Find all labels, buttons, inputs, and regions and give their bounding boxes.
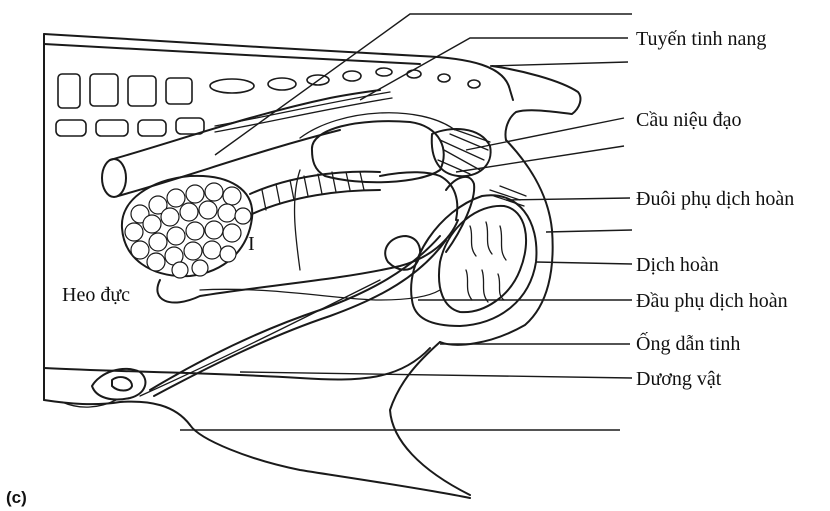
label-testis: Dịch hoàn	[636, 254, 719, 276]
label-seminal-vesicle: Tuyến tinh nang	[636, 28, 766, 50]
urethral-bulb-gland	[432, 129, 491, 176]
label-penis: Dương vật	[636, 368, 722, 390]
testis-group	[411, 186, 536, 326]
label-epididymis-head: Đầu phụ dịch hoàn	[636, 290, 788, 312]
roman-numeral: I	[248, 233, 255, 255]
body-outline	[44, 34, 580, 498]
panel-label: (c)	[6, 488, 27, 507]
animal-label: Heo đực	[62, 284, 130, 306]
vertebrae-row	[56, 68, 480, 136]
label-vas-deferens: Ống dẫn tinh	[636, 331, 740, 355]
prostate-cluster	[122, 172, 380, 278]
label-urethral-bulb: Cầu niệu đạo	[636, 109, 742, 131]
label-epididymis-tail: Đuôi phụ dịch hoàn	[636, 188, 794, 210]
